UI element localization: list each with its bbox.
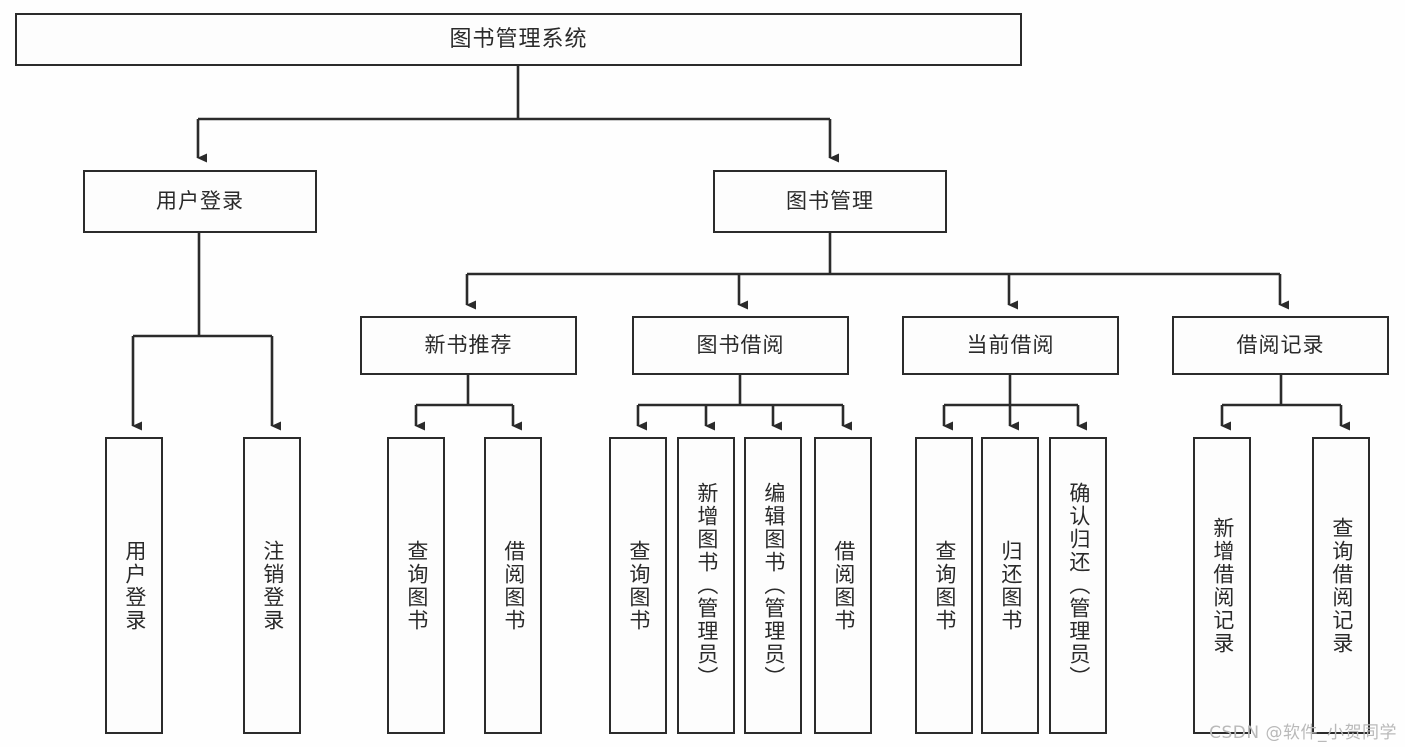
leaf-borrow-add-book-admin[interactable]: 新增图书（管理员） <box>677 437 735 734</box>
node-label: 查询借阅记录 <box>1329 516 1354 655</box>
node-book-management[interactable]: 图书管理 <box>713 170 947 233</box>
node-label: 新增借阅记录 <box>1210 516 1235 655</box>
node-label: 注销登录 <box>260 539 285 632</box>
leaf-recommend-query-book[interactable]: 查询图书 <box>387 437 445 734</box>
node-label: 确认归还（管理员） <box>1066 482 1091 689</box>
leaf-user-login-signout[interactable]: 注销登录 <box>243 437 301 734</box>
leaf-borrow-borrow-book[interactable]: 借阅图书 <box>814 437 872 734</box>
leaf-borrow-query-book[interactable]: 查询图书 <box>609 437 667 734</box>
node-label: 新书推荐 <box>424 333 513 358</box>
leaf-recommend-borrow-book[interactable]: 借阅图书 <box>484 437 542 734</box>
node-user-login[interactable]: 用户登录 <box>83 170 317 233</box>
node-label: 查询图书 <box>932 539 957 632</box>
node-label: 图书借阅 <box>696 333 785 358</box>
node-label: 查询图书 <box>404 539 429 632</box>
node-root-system[interactable]: 图书管理系统 <box>15 13 1022 66</box>
node-label: 借阅记录 <box>1236 333 1325 358</box>
node-label: 借阅图书 <box>501 539 526 632</box>
node-book-borrow[interactable]: 图书借阅 <box>632 316 849 375</box>
leaf-current-return-book[interactable]: 归还图书 <box>981 437 1039 734</box>
node-label: 用户登录 <box>122 539 147 632</box>
leaf-record-query-record[interactable]: 查询借阅记录 <box>1312 437 1370 734</box>
leaf-current-query-book[interactable]: 查询图书 <box>915 437 973 734</box>
node-current-borrow[interactable]: 当前借阅 <box>902 316 1119 375</box>
node-label: 归还图书 <box>998 539 1023 632</box>
node-borrow-record[interactable]: 借阅记录 <box>1172 316 1389 375</box>
node-label: 当前借阅 <box>966 333 1055 358</box>
node-new-book-recommend[interactable]: 新书推荐 <box>360 316 577 375</box>
leaf-borrow-edit-book-admin[interactable]: 编辑图书（管理员） <box>744 437 802 734</box>
leaf-record-add-record[interactable]: 新增借阅记录 <box>1193 437 1251 734</box>
node-label: 查询图书 <box>626 539 651 632</box>
watermark-text: CSDN @软件_小贺同学 <box>1209 723 1397 743</box>
leaf-current-confirm-return-admin[interactable]: 确认归还（管理员） <box>1049 437 1107 734</box>
node-label: 图书管理 <box>786 189 874 214</box>
node-label: 用户登录 <box>156 189 244 214</box>
node-label: 编辑图书（管理员） <box>761 482 786 689</box>
leaf-user-login-signin[interactable]: 用户登录 <box>105 437 163 734</box>
node-label: 借阅图书 <box>831 539 856 632</box>
node-label: 新增图书（管理员） <box>694 482 719 689</box>
node-label: 图书管理系统 <box>449 26 588 52</box>
